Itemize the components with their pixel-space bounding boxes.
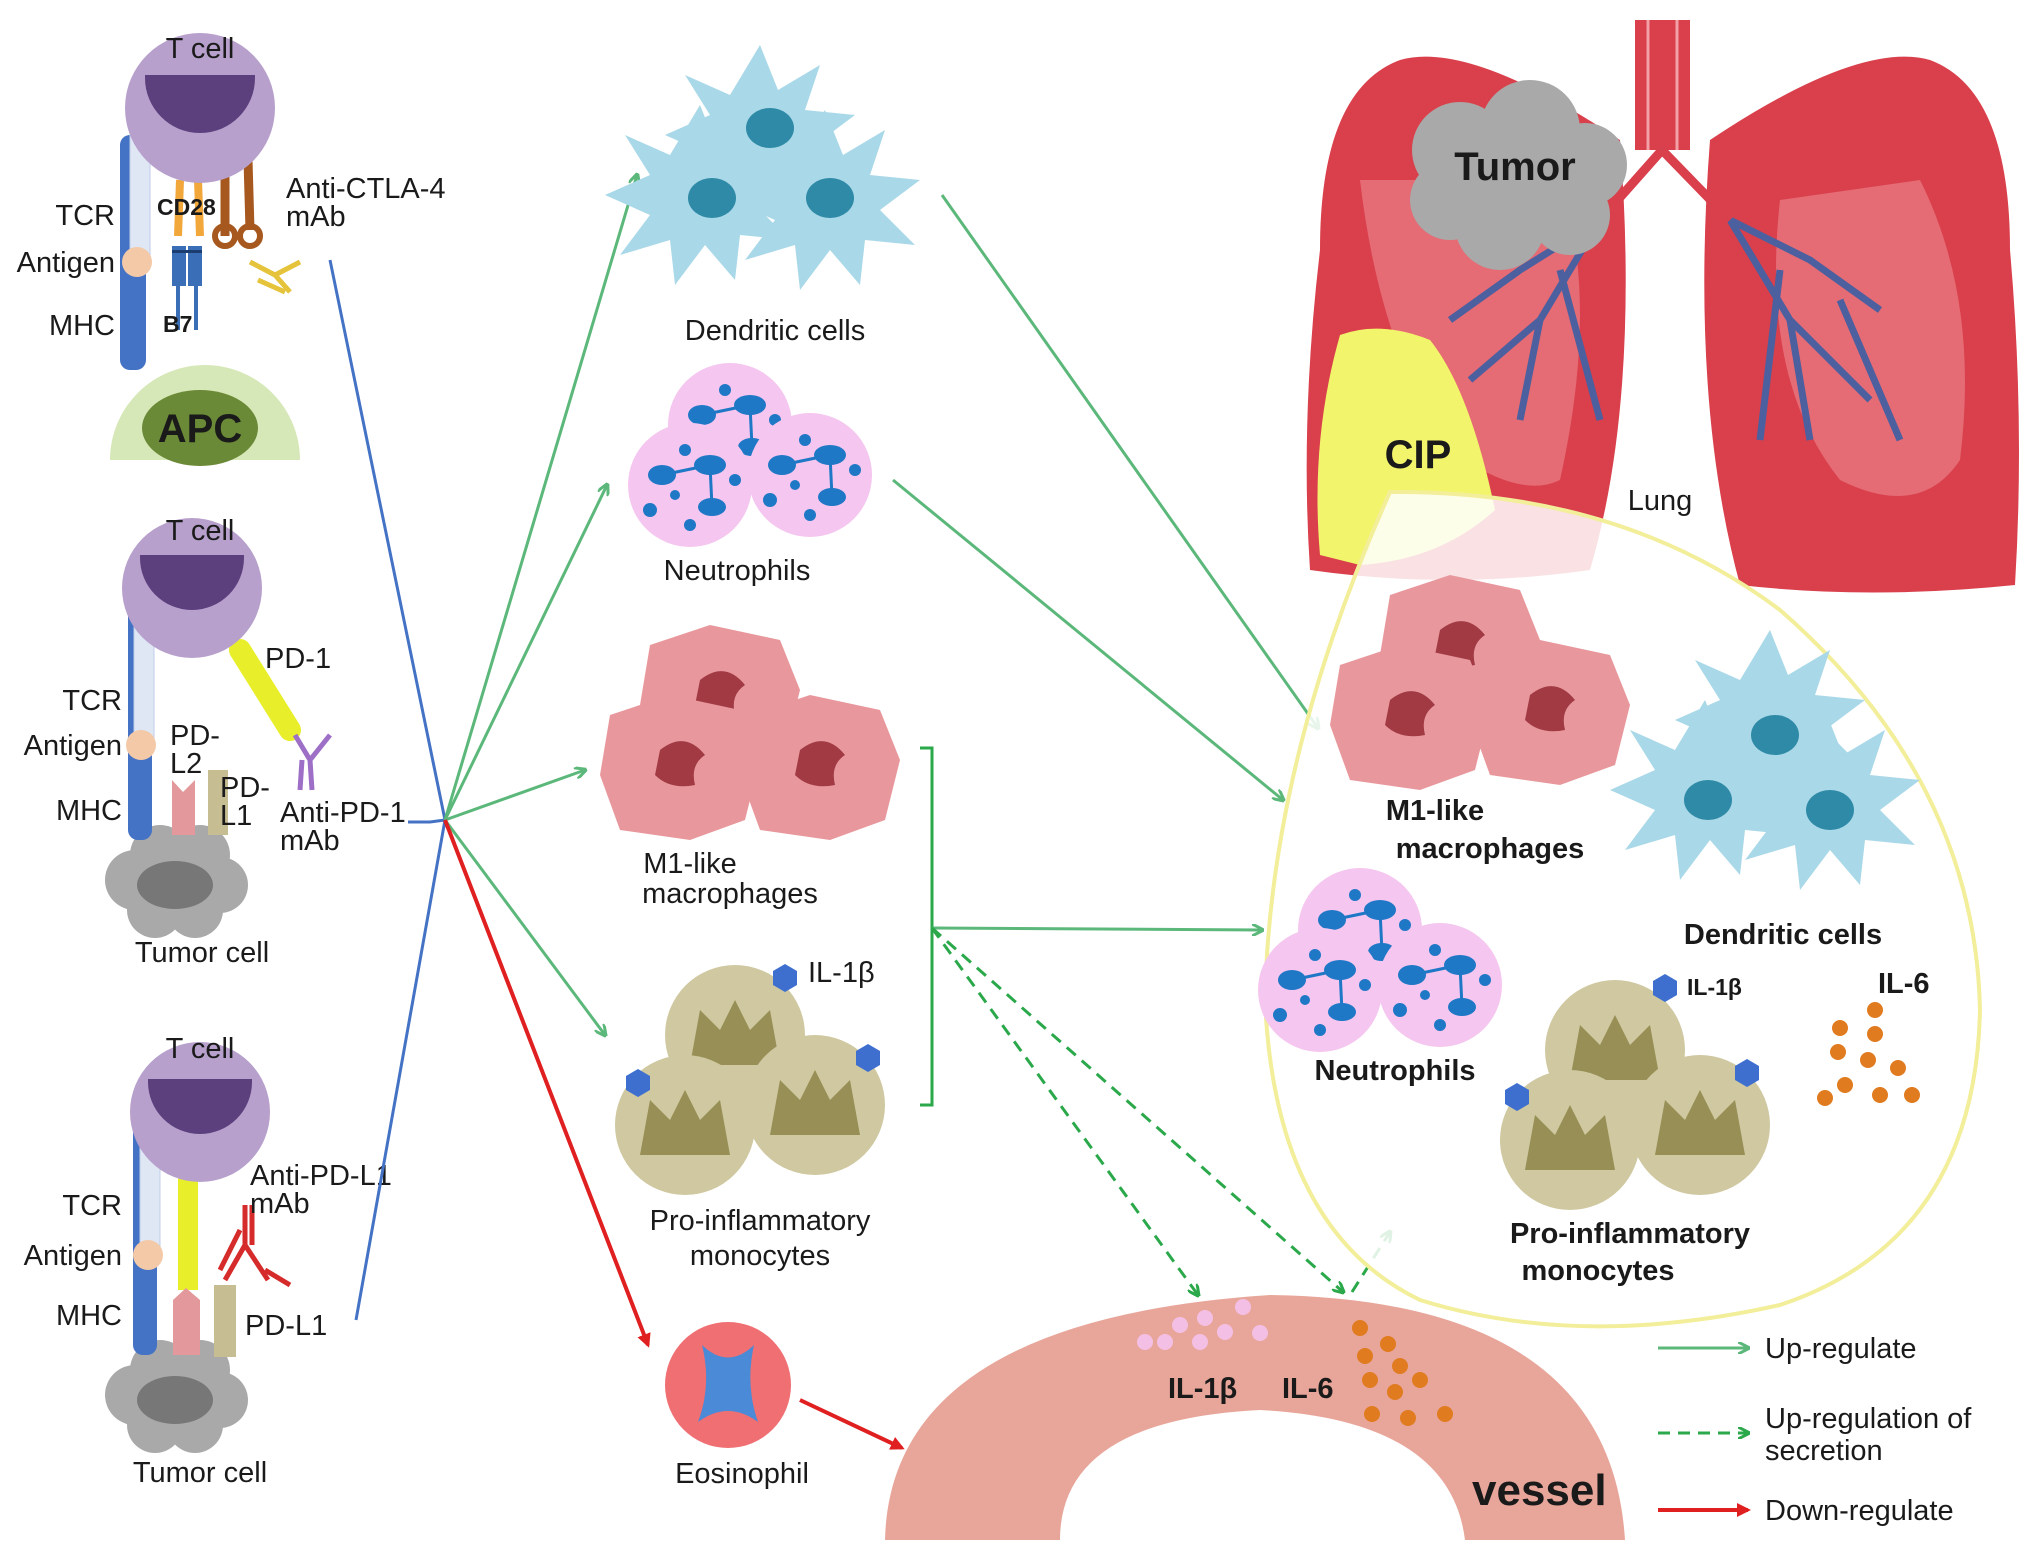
monocytes-inset-line1: Pro-inflammatory: [1510, 1218, 1750, 1250]
secretion-arrows: [930, 926, 1390, 1295]
t-cell-label: T cell: [166, 515, 235, 547]
il1b-label-vessel: IL-1β: [1168, 1373, 1237, 1405]
pdl2-molecule: [172, 780, 195, 835]
t-cell-label: T cell: [166, 33, 235, 65]
legend-secretion-line1: Up-regulation of: [1765, 1403, 1972, 1435]
mhc-label: MHC: [56, 1300, 122, 1332]
anti-pdl1-label-line1: Anti-PD-L1: [250, 1160, 392, 1192]
tumor-cell-label: Tumor cell: [135, 937, 269, 969]
antigen-icon: [133, 1240, 163, 1270]
il6-label-vessel: IL-6: [1282, 1373, 1334, 1405]
antigen-label: Antigen: [24, 730, 122, 762]
dendritic-cells-middle: [605, 45, 920, 290]
il6-label-inset: IL-6: [1878, 968, 1930, 1000]
macro-mono-bracket: [920, 746, 934, 1107]
macrophages-label-line1: M1-like: [643, 848, 736, 880]
arrow-dendritic-to-inset: [940, 194, 1318, 728]
apc-label: APC: [158, 407, 242, 451]
pdl2-label-line1: PD-: [170, 720, 220, 752]
tumor-label: Tumor: [1454, 145, 1575, 189]
pdl1-label-line1: PD-: [220, 772, 270, 804]
mhc-label: MHC: [49, 310, 115, 342]
macrophages-label-line2: macrophages: [642, 878, 818, 910]
pd1-label: PD-1: [265, 643, 331, 675]
antigen-label: Antigen: [24, 1240, 122, 1272]
cd28-label: CD28: [157, 194, 216, 220]
anti-pdl1-label-line2: mAb: [250, 1188, 310, 1220]
dendritic-cells-label: Dendritic cells: [685, 315, 866, 347]
pdl1-molecule: [214, 1285, 236, 1357]
macrophages-inset-line1: M1-like: [1386, 795, 1484, 827]
pdl1-molecule: [208, 770, 228, 835]
dendritic-cells-inset: [1610, 630, 1920, 890]
anti-pd1-label-line1: Anti-PD-1: [280, 797, 406, 829]
anti-pdl1-antibody-icon: [217, 1205, 292, 1288]
antigen-icon: [126, 730, 156, 760]
antigen-icon: [122, 247, 152, 277]
monocytes-label-line2: monocytes: [690, 1240, 830, 1272]
lung: Tumor CIP Lung: [1306, 20, 2019, 593]
eosinophil: [665, 1322, 791, 1448]
arrow-neutrophil-to-inset: [892, 478, 1283, 800]
anti-pd1-label-line2: mAb: [280, 825, 340, 857]
eosinophil-label: Eosinophil: [675, 1458, 809, 1490]
blue-connectors: [328, 259, 447, 1321]
down-arrow-eosinophil: [443, 819, 651, 1348]
panel-pdl1: T cell TCR Antigen MHC PD-L1 Anti-PD-L1 …: [24, 1033, 392, 1489]
anti-ctla4-antibody-icon: [248, 259, 302, 295]
hub-arrows: [443, 175, 637, 1035]
monocytes-inset-line2: monocytes: [1521, 1255, 1674, 1287]
down-arrow-vessel: [799, 1398, 905, 1450]
cip-label: CIP: [1385, 433, 1452, 477]
pdl1-label-line2: L1: [220, 800, 252, 832]
panel-pd1: T cell TCR Antigen MHC PD- L2 PD- L1 PD-…: [24, 515, 406, 969]
lung-tumor: [1410, 80, 1627, 270]
tumor-cell: [105, 825, 248, 938]
il1b-label-middle: IL-1β: [808, 957, 875, 989]
neutrophils-inset-label: Neutrophils: [1314, 1055, 1475, 1087]
vessel: IL-1β IL-6 vessel: [885, 1295, 1625, 1540]
arrow-to-inset: [931, 928, 1262, 930]
macrophages-middle: [600, 625, 900, 840]
tcr-label: TCR: [55, 200, 115, 232]
t-cell-label: T cell: [166, 1033, 235, 1065]
tcr-label: TCR: [62, 1190, 122, 1222]
lung-label: Lung: [1628, 485, 1693, 517]
anti-ctla4-label-line2: mAb: [286, 201, 346, 233]
il6-dots-inset: [1817, 1002, 1920, 1106]
t-cell-nucleus: [145, 75, 255, 133]
b7-label: B7: [163, 311, 192, 337]
mhc-label: MHC: [56, 795, 122, 827]
macrophages-inset-line2: macrophages: [1396, 833, 1585, 865]
monocytes-label-line1: Pro-inflammatory: [650, 1205, 871, 1237]
legend-secretion-line2: secretion: [1765, 1435, 1883, 1467]
dendritic-inset-label: Dendritic cells: [1684, 919, 1882, 951]
legend-down-label: Down-regulate: [1765, 1495, 1954, 1527]
monocytes-middle: [615, 964, 885, 1195]
legend: Up-regulate Up-regulation of secretion D…: [1658, 1333, 1972, 1527]
pdl1-label: PD-L1: [245, 1310, 327, 1342]
il1b-label-inset: IL-1β: [1687, 974, 1742, 1000]
vessel-label: vessel: [1472, 1466, 1607, 1515]
legend-up-label: Up-regulate: [1765, 1333, 1917, 1365]
neutrophils-middle: [626, 361, 874, 549]
tumor-cell-label: Tumor cell: [133, 1457, 267, 1489]
anti-pd1-antibody-icon: [292, 733, 332, 791]
tcr-label: TCR: [62, 685, 122, 717]
neutrophils-label: Neutrophils: [664, 555, 811, 587]
apc-nucleus: [142, 390, 258, 466]
anti-ctla4-label-line1: Anti-CTLA-4: [286, 173, 446, 205]
panel-ctla4: T cell TCR Antigen MHC CD28 B7 APC Anti-…: [17, 33, 446, 466]
antigen-label: Antigen: [17, 247, 115, 279]
pd1-receptor: [229, 639, 301, 741]
pdl2-label-line2: L2: [170, 748, 202, 780]
